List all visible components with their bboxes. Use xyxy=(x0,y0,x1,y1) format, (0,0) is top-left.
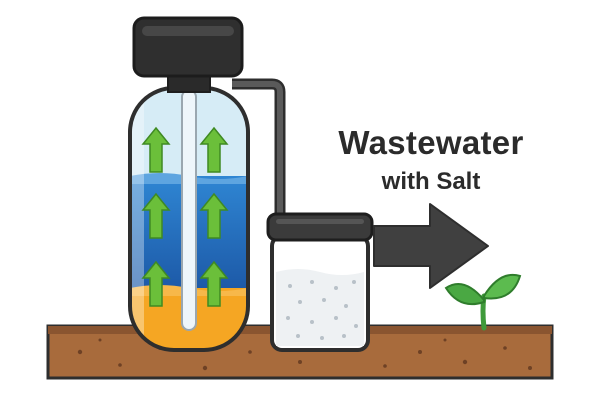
control-valve-head-icon xyxy=(132,16,244,93)
caption-title: Wastewater xyxy=(338,124,524,161)
up-arrow-icon xyxy=(141,260,171,307)
up-arrow-icon xyxy=(199,260,229,307)
up-arrow-icon xyxy=(141,126,171,173)
water-softener-tank-icon xyxy=(128,86,250,352)
seedling-icon xyxy=(444,274,522,331)
up-arrow-icon xyxy=(141,126,229,307)
up-arrow-icon xyxy=(141,192,171,239)
caption-subtitle: with Salt xyxy=(381,168,481,195)
right-arrow-icon xyxy=(373,203,489,289)
up-arrow-icon xyxy=(199,192,229,239)
connection-pipe xyxy=(232,78,286,214)
up-arrow-icon xyxy=(199,126,229,173)
brine-salt-tank-icon xyxy=(266,212,374,352)
